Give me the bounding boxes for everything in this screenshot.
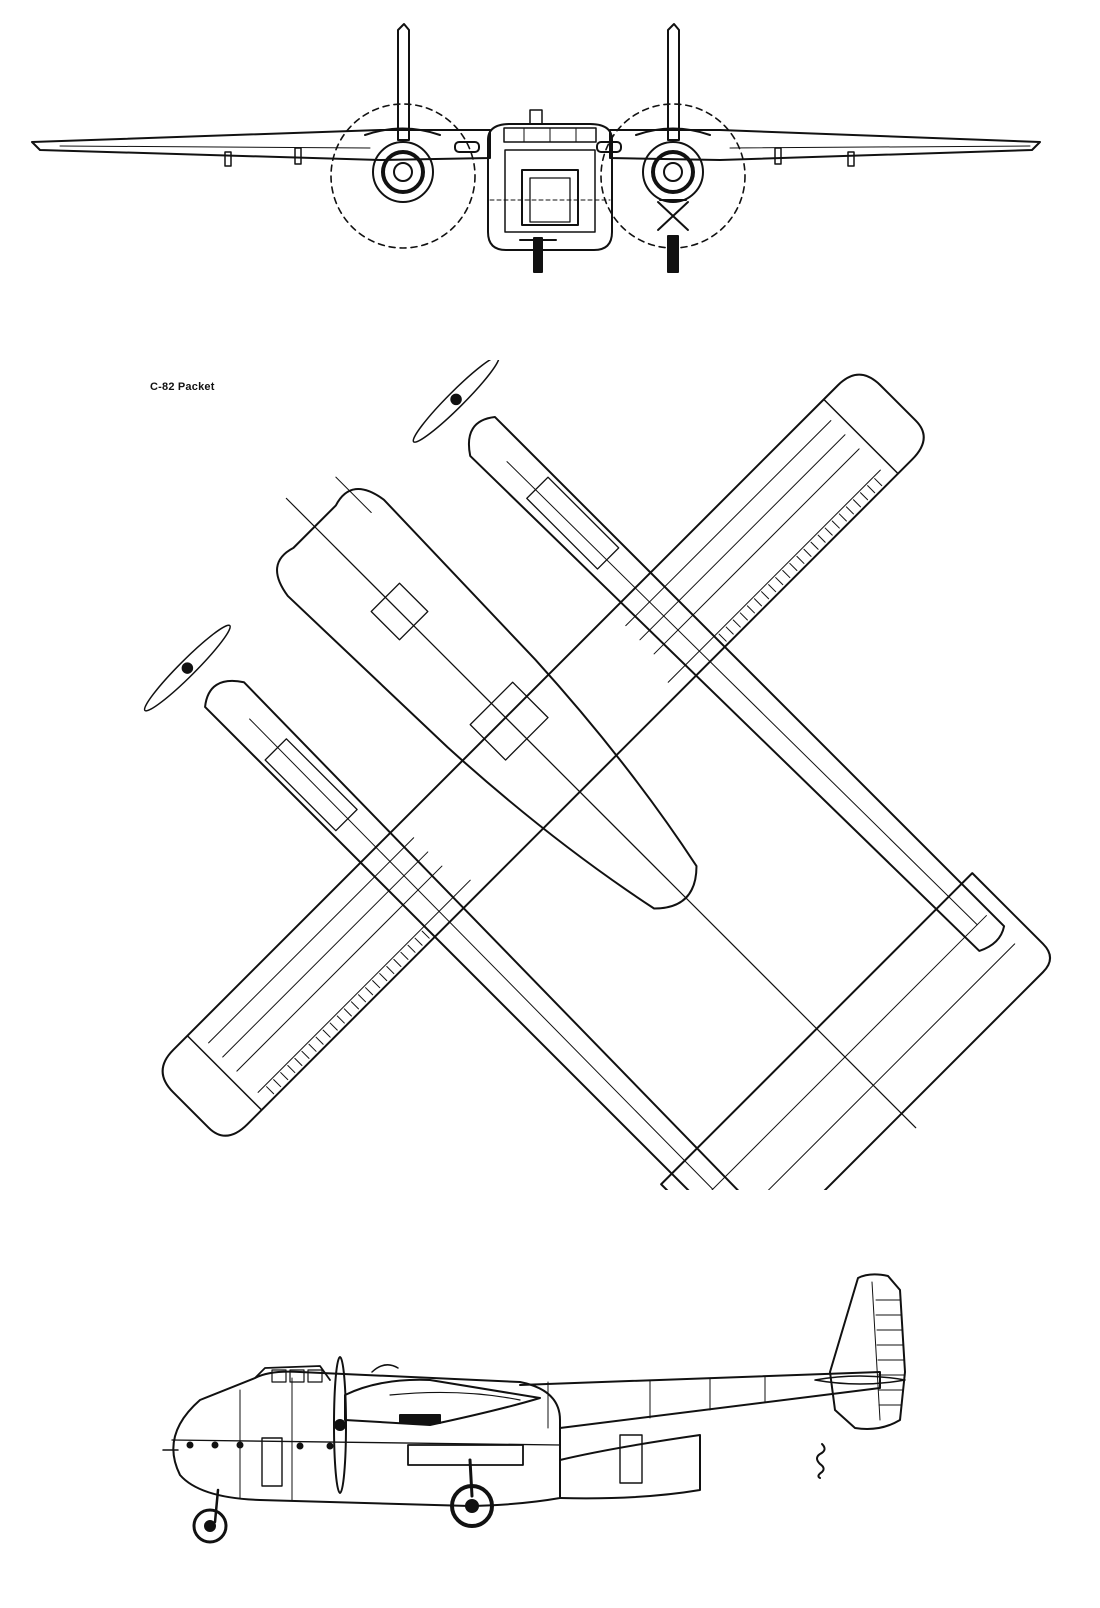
left-wing-front — [31, 129, 491, 161]
horizontal-stabilizer — [660, 872, 1052, 1190]
right-propeller-top — [143, 624, 231, 712]
artist-signature-mark — [816, 1443, 826, 1479]
drawing-caption: C-82 Packet — [150, 381, 215, 393]
fuselage-side — [172, 1370, 561, 1507]
side-view — [0, 1260, 1100, 1608]
front-view-drawing — [31, 23, 1041, 273]
right-main-gear-front — [667, 235, 679, 273]
fuselage-planform — [276, 488, 698, 910]
right-engine-cowl — [642, 141, 704, 203]
left-engine-cowl — [372, 141, 434, 203]
left-tail-boom — [468, 416, 1006, 952]
top-view — [0, 360, 1100, 1190]
top-view-drawing — [143, 360, 1052, 1190]
main-wheel-side — [450, 1484, 494, 1528]
left-vertical-fin-front — [397, 23, 410, 141]
engine-nacelle-side — [344, 1378, 541, 1426]
left-propeller-disc — [330, 103, 476, 249]
wing-planform — [161, 373, 925, 1137]
tail-boom-side — [519, 1371, 881, 1429]
nose-gear-front — [533, 237, 543, 273]
right-vertical-fin-front — [667, 23, 680, 141]
right-propeller-disc — [600, 103, 746, 249]
front-view — [0, 0, 1100, 300]
right-tail-boom — [204, 680, 740, 1190]
left-propeller-top — [412, 360, 500, 443]
vertical-tail-side — [829, 1273, 906, 1430]
fuselage-front — [487, 123, 613, 251]
right-wing-front — [609, 129, 1041, 161]
nose-wheel-side — [192, 1508, 228, 1544]
side-view-drawing — [162, 1273, 906, 1544]
